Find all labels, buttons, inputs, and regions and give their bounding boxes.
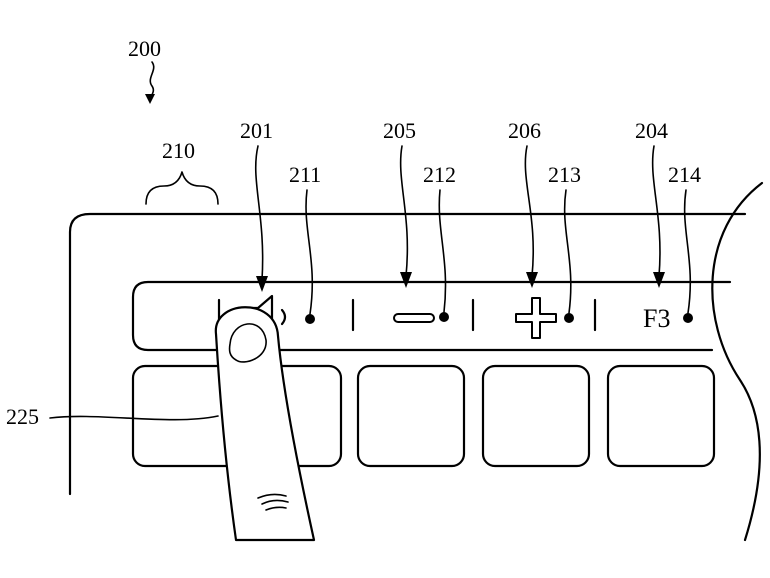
- key: [356, 364, 466, 468]
- ref-206: 206: [508, 118, 541, 143]
- plus-icon: [515, 297, 557, 339]
- indicator-dot-213: [564, 313, 574, 323]
- indicator-dot-214: [683, 313, 693, 323]
- figure-number: 200: [128, 36, 161, 61]
- leader-212: [438, 189, 447, 313]
- leader-206: [524, 145, 535, 277]
- ref-205: 205: [383, 118, 416, 143]
- leader-214: [683, 189, 692, 314]
- ref-211: 211: [289, 162, 321, 187]
- arrowhead-205: [400, 272, 412, 288]
- f3-key-label: F3: [643, 304, 670, 333]
- key: [606, 364, 716, 468]
- figure-arrowhead: [145, 94, 155, 104]
- housing-right-curve: [711, 181, 764, 542]
- ref-213: 213: [548, 162, 581, 187]
- key: [481, 364, 591, 468]
- finger: [214, 306, 316, 542]
- indicator-dot-212: [439, 312, 449, 322]
- arrowhead-206: [526, 272, 538, 288]
- ref-210: 210: [162, 138, 195, 163]
- leader-225: [49, 415, 219, 421]
- brace-210: [145, 171, 219, 205]
- ref-214: 214: [668, 162, 701, 187]
- ref-225: 225: [6, 404, 39, 429]
- indicator-dot-211: [305, 314, 315, 324]
- leader-213: [563, 189, 572, 314]
- minus-icon: [393, 313, 435, 323]
- ref-201: 201: [240, 118, 273, 143]
- leader-201: [254, 145, 264, 281]
- arrowhead-201: [256, 276, 268, 292]
- leader-204: [651, 145, 661, 277]
- leader-205: [399, 145, 409, 277]
- arrowhead-204: [653, 272, 665, 288]
- ref-212: 212: [423, 162, 456, 187]
- keyboard-housing: [68, 212, 747, 496]
- ref-204: 204: [635, 118, 668, 143]
- leader-211: [305, 189, 314, 315]
